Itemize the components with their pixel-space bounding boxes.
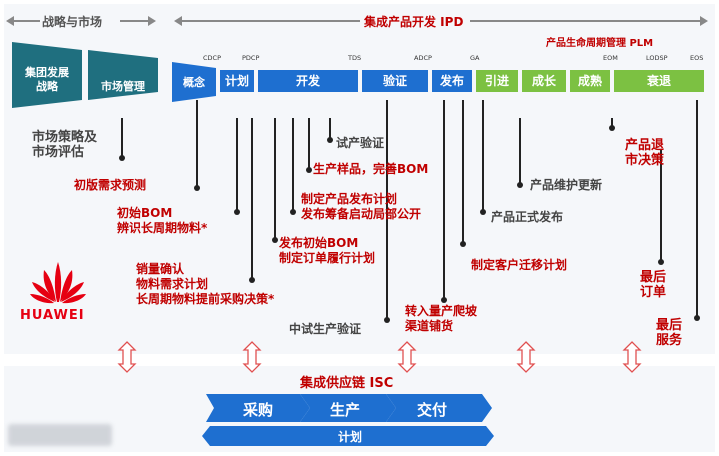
leader-lines [119,100,700,323]
label-last-order: 最后 订单 [640,270,667,300]
label-trial-verify: 试产验证 [336,136,385,150]
gate-lodsp: LODSP [646,54,668,62]
phase-plan: 计划 [220,70,254,92]
chevron-deliver [386,394,492,422]
gate-tds: TDS [348,54,362,62]
gate-eos: EOS [690,54,704,62]
header-arrows [6,16,708,26]
plan-bar-shape [202,426,494,446]
phase-decline: 衰退 [614,70,704,92]
label-maintain: 产品维护更新 [530,178,603,192]
gate-eom: EOM [603,54,618,62]
isc-step-purchase: 采购 [242,401,273,419]
phase-develop: 开发 [258,70,358,92]
huawei-logo-icon [30,262,86,304]
label-release-plan: 制定产品发布计划 发布筹备启动局部公开 [301,192,422,221]
gate-pdcp: PDCP [242,54,260,62]
isc-step-produce: 生产 [329,401,360,419]
label-exit-decision: 产品退 市决策 [625,138,665,168]
strategy-block-shape [12,42,82,108]
huawei-logo-text: HUAWEI [20,308,85,323]
label-last-service: 最后 服务 [656,318,683,348]
connector-arrows [117,341,642,373]
isc-chevrons [202,394,494,446]
blurred-watermark [8,424,112,446]
market-block-label: 市场管理 [101,80,145,93]
label-prod-sample: 生产样品，完善BOM [313,162,429,176]
label-pilot-verify: 中试生产验证 [289,322,362,336]
phase-growth: 成长 [522,70,566,92]
plm-title: 产品生命周期管理 PLM [546,38,654,49]
label-publish-bom: 发布初始BOM 制定订单履行计划 [279,236,376,265]
strategy-title: 战略与市场 [42,15,103,29]
strategy-block-label: 集团发展 战略 [25,66,69,93]
isc-plan: 计划 [337,430,362,444]
label-mass-prod: 转入量产爬坡 渠道铺货 [405,304,478,333]
chevron-produce [300,394,396,422]
label-initial-demand: 初版需求预测 [74,178,147,192]
label-market-eval: 市场策略及 市场评估 [32,130,98,160]
market-block-shape [88,50,158,100]
phase-release: 发布 [432,70,472,92]
label-sales-confirm: 销量确认 物料需求计划 长周期物料提前采购决策* [136,262,275,306]
ipd-title: 集成产品开发 IPD [364,15,464,29]
label-migration: 制定客户迁移计划 [471,258,568,272]
chevron-purchase [206,394,310,422]
gate-cdcp: CDCP [203,54,222,62]
phase-verify: 验证 [362,70,428,92]
isc-step-deliver: 交付 [416,401,447,419]
gate-adcp: ADCP [414,54,432,62]
label-official-release: 产品正式发布 [491,210,564,224]
phase-mature: 成熟 [570,70,610,92]
phase-introduce: 引进 [476,70,518,92]
teal-blocks [12,42,158,108]
phase-concept: 概念 [183,76,205,89]
label-initial-bom: 初始BOM 辨识长周期物料* [117,206,208,235]
concept-arrow [172,62,216,102]
isc-title: 集成供应链 ISC [300,376,394,391]
gate-ga: GA [470,54,480,62]
